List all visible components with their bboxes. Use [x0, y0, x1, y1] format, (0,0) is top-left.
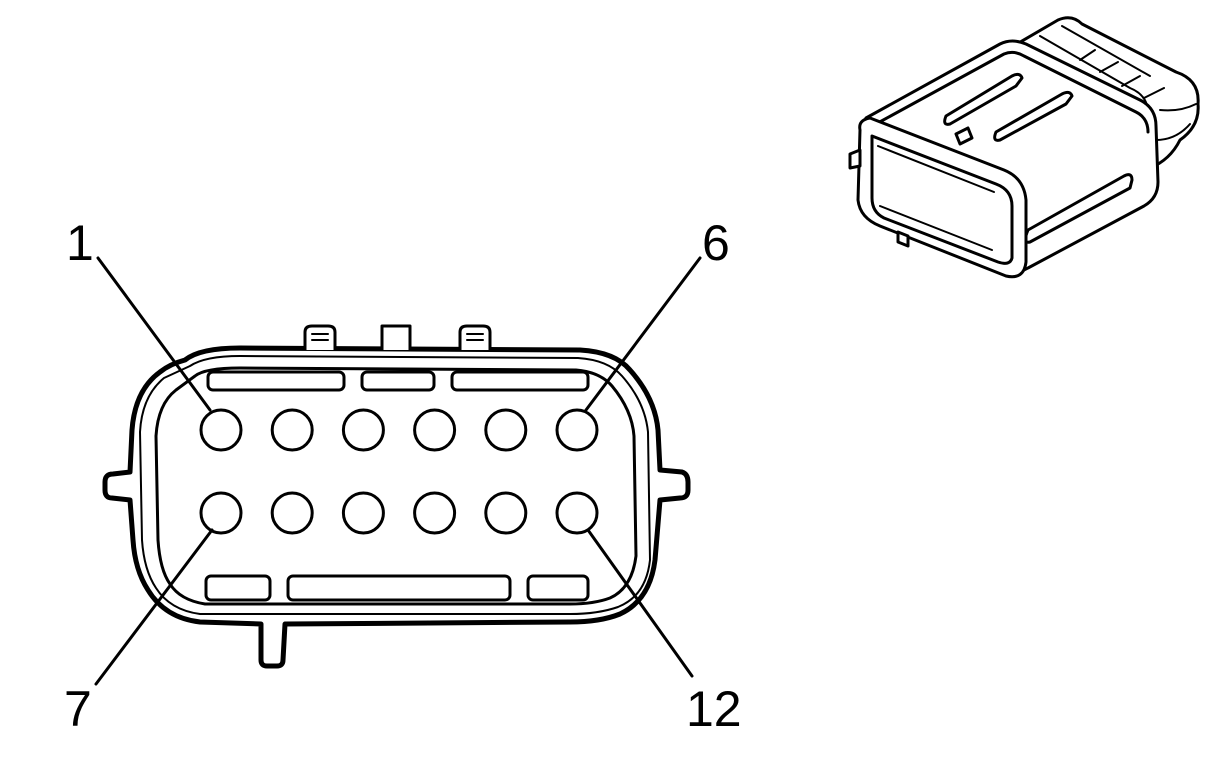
- key-slot: [450, 370, 590, 392]
- cavity-4: [413, 408, 457, 452]
- leader-line-pin-12: [586, 528, 694, 678]
- mating-face-inner: [870, 134, 1014, 265]
- connector-isometric-view: [848, 16, 1200, 279]
- housing-inner: [154, 366, 638, 606]
- tube-line: [1061, 25, 1151, 77]
- key-slot: [286, 574, 512, 602]
- tube-line: [1099, 61, 1119, 73]
- top-rib: [993, 90, 1074, 142]
- bottom-tab: [896, 230, 910, 248]
- key-slot: [360, 370, 436, 392]
- key-slot: [206, 370, 346, 392]
- top-latch-center: [380, 324, 412, 350]
- mating-face-edge: [879, 205, 993, 251]
- top-latch-left: [303, 324, 337, 350]
- cavity-grid: [199, 408, 599, 535]
- key-slot: [526, 574, 590, 602]
- lock-tab: [954, 126, 974, 146]
- cavity-8: [270, 491, 314, 535]
- key-slot: [204, 574, 272, 602]
- top-latch-right: [458, 324, 492, 350]
- cavity-6: [555, 408, 599, 452]
- cavity-7: [199, 491, 243, 535]
- leader-line-pin-1: [96, 256, 212, 412]
- pin-label-7: 7: [64, 681, 92, 737]
- pin-label-1: 1: [66, 215, 94, 271]
- mating-face-outer: [856, 116, 1028, 279]
- tube-line: [1155, 123, 1191, 141]
- cavity-1: [199, 408, 243, 452]
- body-top-edge: [874, 50, 1150, 134]
- tube-line: [1121, 75, 1141, 87]
- cavity-11: [484, 491, 528, 535]
- connector-face-view: 1 6 7 12: [64, 215, 742, 737]
- mating-face-edge: [877, 145, 995, 193]
- top-rib: [943, 72, 1024, 126]
- side-tab: [848, 148, 862, 170]
- tube-line: [1143, 87, 1165, 99]
- pin-label-12: 12: [686, 681, 742, 737]
- pin-label-6: 6: [702, 215, 730, 271]
- leader-line-pin-7: [94, 528, 214, 686]
- cavity-12: [555, 491, 599, 535]
- housing-middle: [139, 355, 651, 615]
- tube-line: [1159, 103, 1197, 112]
- cavity-3: [341, 408, 385, 452]
- cavity-5: [484, 408, 528, 452]
- cavity-2: [270, 408, 314, 452]
- cavity-9: [341, 491, 385, 535]
- leader-line-pin-6: [584, 256, 702, 412]
- cavity-10: [413, 491, 457, 535]
- housing-outer: [102, 345, 691, 669]
- tube-line: [1079, 49, 1096, 61]
